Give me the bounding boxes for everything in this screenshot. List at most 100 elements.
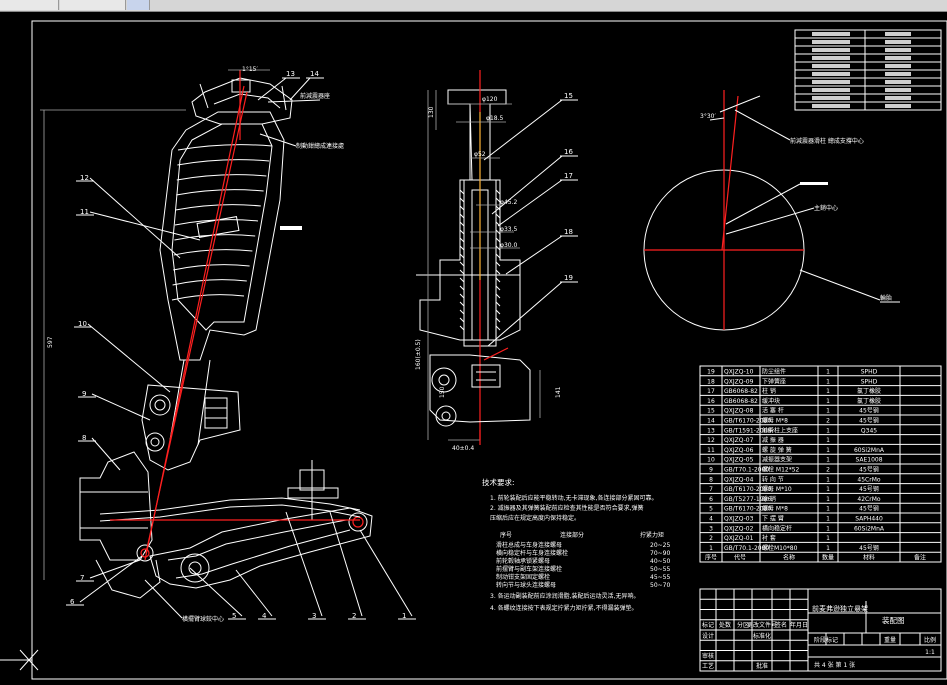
dim-40: 40±0.4 (452, 445, 474, 452)
bom-index: 16 (707, 398, 715, 405)
bom-header-0: 序号 (705, 554, 717, 562)
title-label-5: 年月日 (790, 621, 808, 629)
bom-material: 60Si2MnA (854, 447, 885, 454)
param-value (885, 96, 911, 100)
callout-10: 10 (78, 320, 87, 328)
param-value (885, 40, 911, 44)
bom-index: 17 (707, 388, 715, 395)
window-icon[interactable] (127, 0, 150, 10)
bom-code: QXJZQ-10 (724, 369, 754, 376)
dim-top: 1°15′ (242, 66, 258, 73)
label-review: 审核 (702, 652, 714, 660)
param-value (885, 56, 911, 60)
callout-16: 16 (564, 148, 573, 156)
callout-6: 6 (70, 598, 75, 606)
dim-130: 130 (428, 106, 435, 118)
tech-note: 压缩后应在规定高度内保持稳定。 (490, 514, 580, 522)
bom-code: QXJZQ-03 (724, 516, 754, 523)
bom-material: SAE1008 (855, 457, 882, 464)
bom-material: Q345 (861, 427, 877, 434)
bom-index: 3 (709, 525, 713, 532)
bom-code: QXJZQ-01 (724, 535, 754, 542)
bom-name: 活 塞 杆 (762, 407, 784, 415)
left-strut-assembly: 597 1°15′ (40, 66, 373, 599)
label-standard: 标准化 (753, 632, 771, 640)
bom-name: 减振器支架 (762, 456, 792, 464)
dim-18: φ18.5 (486, 115, 504, 122)
bom-code: GB/T6170-2000 (724, 506, 771, 513)
bom-header-5: 备注 (914, 554, 926, 562)
tech-note: 2. 减振器及其弹簧装配前应检查其性能是否符合要求,弹簧 (490, 504, 644, 512)
parameter-table (794, 29, 942, 111)
param-value (885, 88, 911, 92)
technical-requirements: 技术要求:1. 前轮装配后应能平稳转动,无卡滞现象,各连接部分紧固可靠。2. 减… (482, 477, 670, 612)
tech-note: 4. 各螺纹连接按下表规定拧紧力矩拧紧,不得漏装弹垫。 (490, 604, 638, 612)
bom-code: QXJZQ-06 (724, 447, 754, 454)
bom-material: 45号钢 (859, 407, 879, 415)
callout-14: 14 (310, 70, 319, 78)
scale-value: 1:1 (925, 649, 935, 656)
callout-7: 7 (80, 574, 84, 582)
bom-qty: 1 (826, 476, 830, 483)
bom-code: QXJZQ-09 (724, 378, 754, 385)
bom-header-2: 名称 (783, 554, 795, 562)
bom-qty: 1 (826, 447, 830, 454)
bom-index: 6 (709, 496, 713, 503)
torque-value: 20~25 (650, 542, 670, 549)
param-value (885, 80, 911, 84)
bom-code: GB/T70.1-2000 (724, 467, 769, 474)
bom-code: QXJZQ-08 (724, 408, 754, 415)
bom-name: 转 向 节 (762, 475, 784, 483)
bom-code: GB/T1591-2008 (724, 427, 771, 434)
bom-qty: 1 (826, 378, 830, 385)
drawing-frame (31, 20, 947, 680)
callout-11: 11 (80, 208, 89, 216)
param-label (812, 64, 850, 68)
dim-52: φ52 (474, 151, 486, 158)
bom-material: 氯丁橡胶 (857, 397, 881, 405)
window-tab[interactable] (0, 0, 59, 10)
angle-top: 3°30′ (700, 113, 716, 120)
window-tab[interactable] (60, 0, 126, 10)
param-value (885, 64, 911, 68)
bom-qty: 1 (826, 535, 830, 542)
param-value (885, 48, 911, 52)
bom-index: 13 (707, 427, 715, 434)
bom-name: 螺栓M10*80 (762, 544, 798, 552)
bom-material: 45号钢 (859, 544, 879, 552)
callout-17: 17 (564, 172, 573, 180)
bom-code: QXJZQ-04 (724, 476, 754, 483)
bom-qty: 1 (826, 437, 830, 444)
bom-qty: 1 (826, 408, 830, 415)
title-label-2: 分区 (737, 621, 749, 629)
bom-name: 螺母 M*10 (762, 485, 792, 493)
torque-part: 滑柱总成与车身连接螺母 (496, 541, 562, 549)
torque-header-2: 拧紧力矩 (640, 531, 664, 539)
callout-4: 4 (262, 612, 267, 620)
bom-qty: 2 (826, 467, 830, 474)
param-label (812, 56, 850, 60)
dim-30: φ30.0 (500, 242, 518, 249)
callout-18: 18 (564, 228, 573, 236)
bom-name: 横向稳定杆 (762, 524, 792, 532)
bom-qty: 1 (826, 516, 830, 523)
bom-name: 缓冲块 (762, 397, 780, 405)
bom-name: 下弹簧座 (762, 377, 786, 385)
param-value (885, 104, 911, 108)
param-label (812, 88, 850, 92)
bom-name: 螺 旋 弹 簧 (762, 446, 792, 454)
bom-index: 18 (707, 378, 715, 385)
bom-material: SPHD (861, 378, 878, 385)
dim-120: φ120 (482, 96, 498, 103)
bom-code: GB/T70.1-2000 (724, 545, 769, 552)
torque-header-1: 连接部分 (560, 531, 584, 539)
bom-index: 14 (707, 418, 715, 425)
bom-name: 球 销 (762, 495, 776, 503)
